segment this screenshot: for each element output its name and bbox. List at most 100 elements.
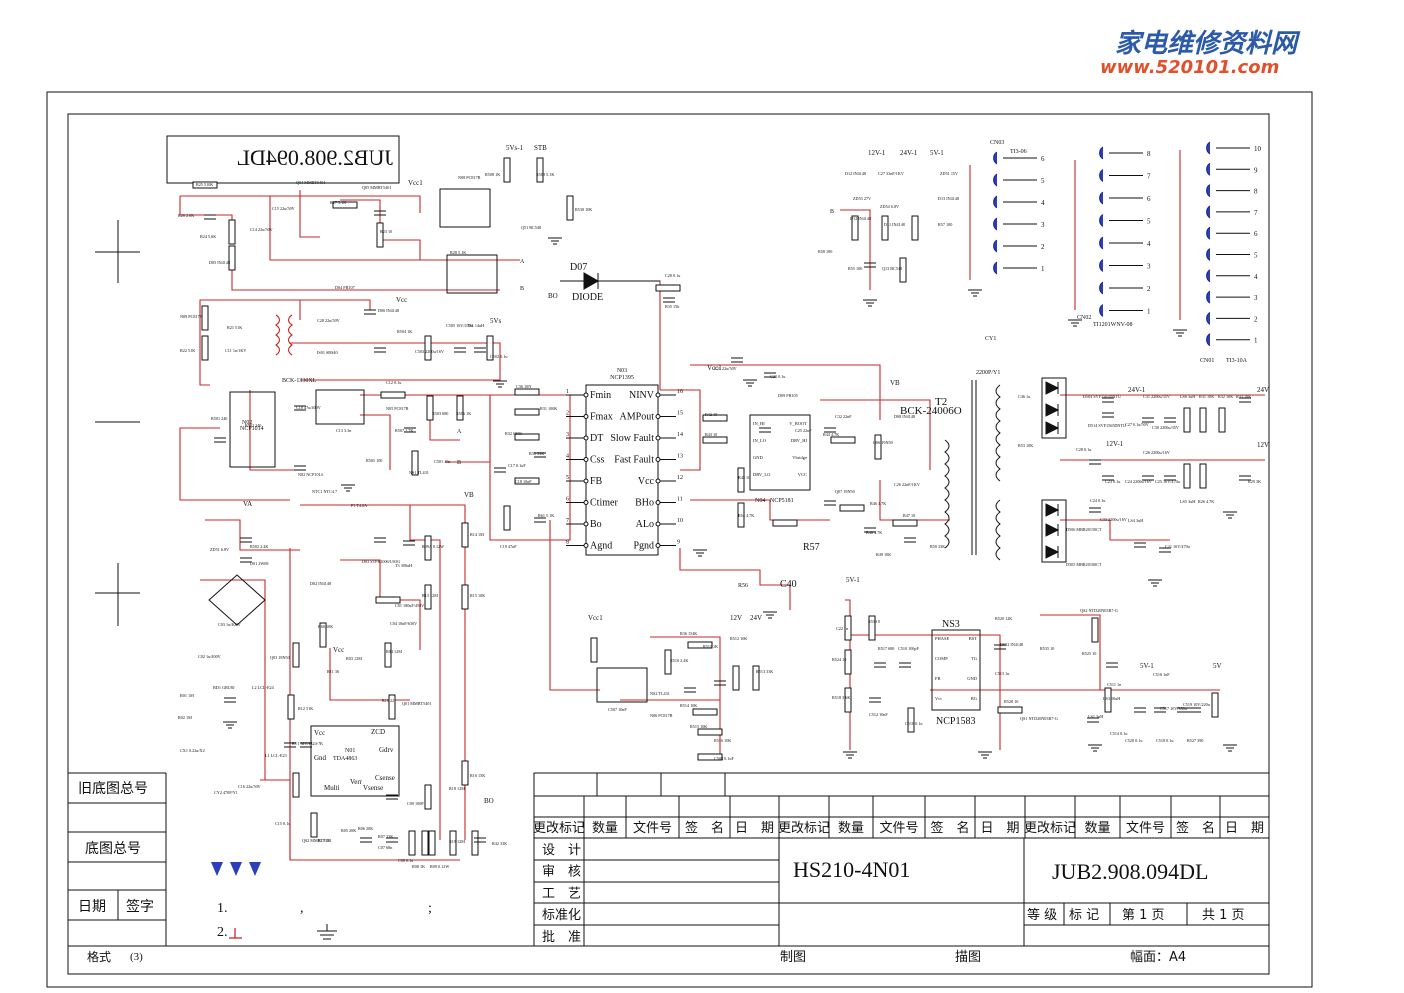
label-5v1: 5V-1 [930, 149, 944, 157]
connector-pin-number: 4 [1147, 240, 1151, 248]
connector-pin-number: 6 [1041, 155, 1045, 163]
n04-pin: V_BOOT [789, 421, 807, 426]
n04-pin: IN_LO [753, 438, 767, 443]
label-12v1: 12V-1 [868, 149, 886, 157]
part-label: D506 MBR20150CT [1066, 527, 1102, 532]
part-label: R05 20K [341, 828, 356, 833]
part-label: ZD51 15V [940, 171, 958, 176]
cn03-ref: CN03 [990, 140, 1004, 146]
revision-header: 日 期 [735, 821, 774, 836]
part-label: R507 2.7K [395, 428, 413, 433]
part-label: R01 1M [180, 693, 194, 698]
n04-pin: VCC [798, 472, 807, 477]
part-label: R502 2.4K [250, 544, 268, 549]
ic-ns3-part: NCP1583 [936, 716, 975, 727]
connector-pin-number: 2 [1254, 315, 1258, 323]
part-label: R512 10K [730, 636, 747, 641]
part-label: Q01 MMBT5401 [402, 701, 431, 706]
part-label: R530 10K [575, 207, 592, 212]
ns3-pin: FB [935, 676, 941, 681]
label-5v1-2: 5V-1 [846, 576, 860, 584]
part-label: R33 33K [529, 451, 544, 456]
label-5vs: 5Vs [490, 317, 502, 325]
n03-pin-num: 4 [566, 454, 569, 460]
part-label: R09 0.12W [430, 864, 449, 869]
part-label: C30 2200u/35V [1152, 425, 1179, 430]
part-label: Q03 18N50 [270, 655, 290, 660]
part-label: C13 3.3n [336, 428, 352, 433]
ic-n04-ref: N04 [755, 498, 765, 504]
left-panel: 旧底图总号 底图总号 日期 签字 格式 (3) [68, 772, 1269, 964]
part-label: IS01 SBS40 [317, 350, 338, 355]
n03-pin-left: Agnd [590, 541, 612, 552]
part-label: R42 33K [492, 841, 507, 846]
page-number: 第 1 页 [1122, 908, 1165, 923]
part-label: R58 100 [818, 249, 832, 254]
n03-pin-num: 3 [566, 432, 569, 438]
revision-header: 数量 [838, 821, 864, 836]
n04-pin: Vbridge [792, 455, 807, 460]
part-label: R09A 0.12W [422, 544, 444, 549]
n03-pin-left: Fmin [590, 390, 611, 401]
part-label: C25 16V/470u [1155, 479, 1181, 484]
part-label: D13 IN4148 [938, 196, 959, 201]
notes: 1. , ; 2. [217, 901, 432, 940]
part-label: D12 IN4148 [850, 216, 871, 221]
cn03-part: TI3-06 [1010, 149, 1027, 155]
transformer-t1: BCK-1330XL [275, 314, 317, 384]
connector-pin-number: 5 [1041, 177, 1045, 185]
part-label: C07 68n [378, 845, 393, 850]
part-label: N08 PC817B [458, 175, 481, 180]
approval-role: 标准化 [542, 908, 581, 923]
label-12v-3: 12V [730, 614, 742, 622]
part-label: C04 10nF/630V [390, 621, 417, 626]
part-label: R501 240 [211, 416, 227, 421]
part-label: C18 10nF [515, 479, 532, 484]
total-pages: 共 1 页 [1202, 908, 1245, 923]
part-label: R515 10K [690, 724, 707, 729]
n03-pin-num: 6 [566, 497, 569, 503]
label-vcc-3: Vcc [333, 646, 344, 654]
part-label: R509 5.1K [536, 172, 554, 177]
n03-pin-num: 16 [677, 389, 683, 395]
label-5v: 5V [1213, 662, 1222, 670]
part-label: R27 5.1K [330, 200, 346, 205]
part-label: R33 10K [1236, 394, 1251, 399]
part-label: NS2 TL431 [650, 691, 670, 696]
part-label: C32 22nF [835, 414, 852, 419]
part-label: C20 0.1u [665, 273, 681, 278]
n03-pin-num: 12 [677, 475, 683, 481]
cy1-value: 2200P/Y1 [976, 370, 1000, 376]
part-label: Q13 BC548 [882, 266, 902, 271]
connector-pin-number: 9 [1254, 166, 1258, 174]
ic-n03-ref: N03 [617, 368, 627, 374]
part-label: C508 0.1uF [714, 756, 734, 761]
part-label: C10 47u/400V [296, 405, 321, 410]
part-label: C21 16V/470u [1165, 544, 1191, 549]
part-label: D06 IN4148 [378, 308, 399, 313]
cn02-part: TI1201WNV-08 [1093, 322, 1132, 328]
part-label: D12 IN4148 [845, 171, 866, 176]
label-vcc1: Vcc1 [408, 179, 423, 187]
part-label: C33 2200u/16V [1100, 517, 1127, 522]
n04-pin: DRV_LO [753, 472, 771, 477]
part-label: R518 3.6K [832, 695, 850, 700]
part-label: C14 22u/50V [250, 227, 273, 232]
part-label: C16 22u/50V [238, 784, 261, 789]
part-label: C15 0.1u [275, 821, 291, 826]
part-label: R53 10K [1018, 443, 1033, 448]
ns3-pin: COMP [935, 656, 948, 661]
grade-label: 等 级 [1027, 907, 1057, 923]
part-label: D01 2W08 [250, 561, 269, 566]
part-label: R49 10K [876, 552, 891, 557]
part-label: R510 2.4K [670, 658, 688, 663]
part-label: R02 1M [178, 715, 192, 720]
part-label: D03 STPR1006/US3G [362, 559, 400, 564]
part-label: C27 33nF/1KV [878, 171, 904, 176]
part-label: IS1 14uH [468, 323, 484, 328]
part-label: N09 PC817B [180, 314, 203, 319]
revision-header: 文件号 [1126, 821, 1165, 836]
part-label: Q04 MMBT5401 [296, 180, 325, 185]
